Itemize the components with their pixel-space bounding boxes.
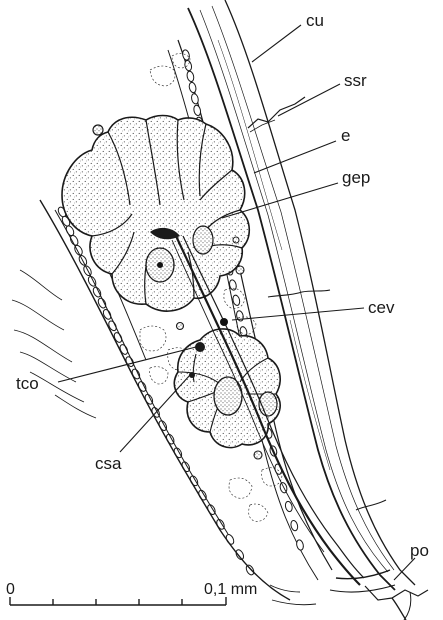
cuticle-layer bbox=[188, 0, 415, 590]
scale-bar: 0 0,1 mm bbox=[6, 581, 257, 605]
leader-e bbox=[254, 141, 336, 173]
leader-cu bbox=[252, 25, 301, 62]
terminal-pore bbox=[270, 570, 428, 620]
leader-po bbox=[394, 558, 415, 580]
epidermal-nucleus bbox=[235, 549, 246, 561]
epidermal-nucleus bbox=[296, 539, 305, 551]
leader-ssr bbox=[278, 84, 340, 116]
hemolymph-lines bbox=[12, 270, 96, 418]
scale-start-label: 0 bbox=[6, 581, 15, 598]
label-csa: csa bbox=[95, 454, 122, 473]
epidermal-nucleus bbox=[107, 320, 118, 332]
epidermal-nucleus bbox=[193, 105, 202, 117]
label-ssr: ssr bbox=[344, 71, 367, 90]
label-cu: cu bbox=[306, 11, 324, 30]
epidermal-nucleus bbox=[245, 564, 256, 576]
leader-cev bbox=[232, 308, 364, 320]
epidermal-nucleus bbox=[184, 60, 193, 72]
epidermal-nucleus bbox=[290, 520, 299, 532]
leader-csa bbox=[120, 375, 190, 452]
epidermal-nucleus bbox=[186, 71, 195, 83]
label-gep: gep bbox=[342, 168, 370, 187]
label-e: e bbox=[341, 126, 350, 145]
label-cev: cev bbox=[368, 298, 395, 317]
scale-end-label: 0,1 mm bbox=[204, 581, 257, 598]
epidermal-nucleus bbox=[191, 93, 200, 105]
epidermal-nucleus bbox=[188, 82, 197, 94]
label-tco: tco bbox=[16, 374, 39, 393]
label-po: po bbox=[410, 541, 429, 560]
epidermal-nucleus bbox=[182, 49, 191, 61]
